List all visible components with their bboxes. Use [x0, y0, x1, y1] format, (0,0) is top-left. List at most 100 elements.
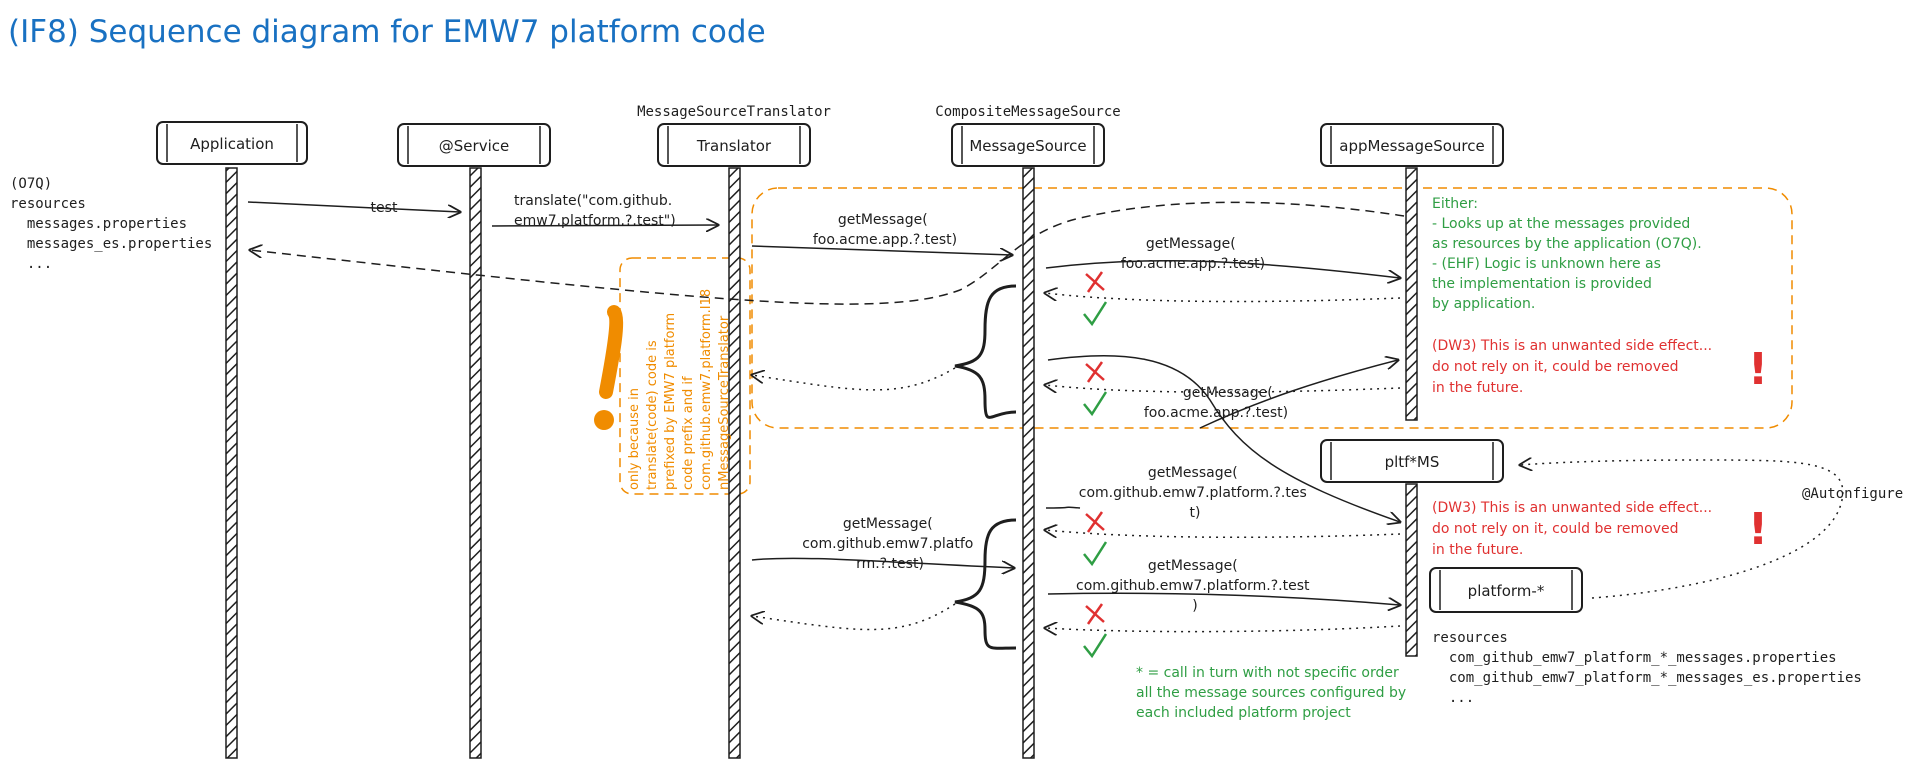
get-platform-3-label: getMessage( com.github.emw7.platform.?.t… — [1076, 558, 1314, 614]
footnote-line: * = call in turn with not specific order — [1136, 665, 1399, 681]
get-foo-2-line: getMessage( — [1146, 236, 1236, 252]
get-foo-1-line: getMessage( — [838, 212, 928, 228]
check-icon — [1083, 301, 1108, 327]
get-foo-1-label: getMessage( foo.acme.app.?.test) — [813, 212, 957, 248]
only-because-note: only because in translate(code) code is … — [627, 289, 732, 490]
platform-resources-line: ... — [1432, 690, 1474, 706]
participant-app-message-source: appMessageSource — [1320, 123, 1504, 167]
get-platform-1-line: rm.?.test) — [856, 556, 924, 572]
platform-resources-line: com_github_emw7_platform_*_messages_es.p… — [1432, 670, 1862, 686]
app-resources-line: resources — [10, 196, 86, 212]
translate-label: translate("com.github. emw7.platform.?.t… — [514, 193, 677, 229]
participant-service-label: @Service — [439, 137, 509, 155]
side-effect-note-2: (DW3) This is an unwanted side effect...… — [1432, 500, 1712, 558]
only-because-line: prefixed by EMW7 platform — [663, 313, 678, 490]
return-from-app-1-arrow — [1045, 293, 1401, 303]
brace-2-return-arrow — [752, 603, 956, 631]
participant-pltf-ms-label: pltf*MS — [1385, 453, 1440, 471]
participant-platform-label: platform-* — [1468, 582, 1545, 600]
lifeline-message-source — [1022, 167, 1035, 759]
footnote: * = call in turn with not specific order… — [1136, 665, 1406, 721]
side-effect-1-line: do not rely on it, could be removed — [1432, 359, 1679, 375]
translate-label-line: translate("com.github. — [514, 193, 672, 209]
get-foo-3-line: foo.acme.app.?.test) — [1144, 405, 1288, 421]
test-arrow — [247, 201, 460, 212]
footnote-line: all the message sources configured by — [1136, 685, 1406, 701]
return-to-application-arrow — [250, 201, 1405, 305]
either-note-line: Either: — [1432, 196, 1478, 212]
app-resources-line: ... — [10, 256, 52, 272]
only-because-line: translate(code) code is — [645, 340, 660, 490]
get-platform-1-line: com.github.emw7.platfo — [802, 536, 973, 552]
cross-icon — [1085, 511, 1105, 533]
get-platform-1-label: getMessage( com.github.emw7.platfo rm.?.… — [802, 516, 978, 572]
autoconfigure-arrow — [1520, 460, 1844, 599]
pltf-to-app-arrow — [1199, 360, 1398, 429]
get-platform-1-line: getMessage( — [843, 516, 933, 532]
participant-message-source-label: MessageSource — [969, 137, 1086, 155]
participant-pltf-ms: pltf*MS — [1320, 439, 1504, 483]
get-platform-2-arrow — [1045, 506, 1081, 509]
get-foo-2-label: getMessage( foo.acme.app.?.test) — [1121, 236, 1265, 272]
get-foo-2-arrow — [1045, 259, 1400, 278]
message-source-caption: CompositeMessageSource — [935, 104, 1120, 120]
cross-icon — [1085, 603, 1105, 625]
side-effect-2-line: in the future. — [1432, 542, 1523, 558]
brace-1 — [954, 284, 1017, 419]
participant-application: Application — [156, 121, 308, 165]
check-icon — [1083, 541, 1108, 567]
get-platform-2-line: com.github.emw7.platform.?.tes — [1079, 485, 1307, 501]
participant-translator-label: Translator — [696, 137, 772, 155]
translate-label-line: emw7.platform.?.test") — [514, 213, 676, 229]
either-note-line: by application. — [1432, 296, 1535, 312]
participant-translator: MessageSourceTranslator Translator — [637, 104, 831, 167]
participant-platform: platform-* — [1429, 567, 1583, 613]
get-foo-2-line: foo.acme.app.?.test) — [1121, 256, 1265, 272]
lifeline-app-message-source — [1405, 167, 1418, 421]
get-foo-3-arrow — [1047, 354, 1400, 522]
lifeline-service — [469, 167, 482, 759]
get-platform-1-arrow — [751, 557, 1014, 568]
participant-message-source: CompositeMessageSource MessageSource — [935, 104, 1121, 167]
get-foo-1-line: foo.acme.app.?.test) — [813, 232, 957, 248]
exclamation-icon — [594, 305, 624, 430]
lifeline-application — [225, 167, 238, 759]
footnote-line: each included platform project — [1136, 705, 1351, 721]
either-note-line: the implementation is provided — [1432, 276, 1652, 292]
side-effect-note-1: (DW3) This is an unwanted side effect...… — [1432, 338, 1712, 396]
get-platform-2-line: t) — [1190, 505, 1201, 521]
platform-resources-line: com_github_emw7_platform_*_messages.prop… — [1432, 650, 1837, 666]
either-note-line: as resources by the application (O7Q). — [1432, 236, 1702, 252]
side-effect-1-line: (DW3) This is an unwanted side effect... — [1432, 338, 1712, 354]
return-from-pltf-2-arrow — [1045, 626, 1401, 632]
autoconfigure-label: @Autonfigure — [1802, 486, 1903, 502]
side-effect-2-line: do not rely on it, could be removed — [1432, 521, 1679, 537]
side-effect-2-line: (DW3) This is an unwanted side effect... — [1432, 500, 1712, 516]
get-platform-2-line: getMessage( — [1148, 465, 1238, 481]
participant-application-label: Application — [190, 135, 274, 153]
get-platform-3-line: com.github.emw7.platform.?.test — [1076, 578, 1310, 594]
get-foo-1-arrow — [751, 245, 1012, 255]
brace-2 — [954, 518, 1017, 650]
translator-caption: MessageSourceTranslator — [637, 104, 831, 120]
app-resources-line: (O7Q) — [10, 176, 52, 192]
get-platform-3-line: getMessage( — [1148, 558, 1238, 574]
page-title: (IF8) Sequence diagram for EMW7 platform… — [8, 14, 766, 50]
get-platform-3-arrow — [1047, 592, 1400, 605]
only-because-line: code prefix and if — [681, 376, 696, 490]
either-note: Either: - Looks up at the messages provi… — [1432, 196, 1702, 312]
exclamation-icon: ! — [1748, 504, 1768, 555]
side-effect-1-line: in the future. — [1432, 380, 1523, 396]
brace-1-return-arrow — [752, 367, 956, 391]
app-resources-line: messages_es.properties — [10, 236, 212, 252]
app-resources-line: messages.properties — [10, 216, 187, 232]
either-note-line: - (EHF) Logic is unknown here as — [1432, 256, 1661, 272]
return-from-app-2-arrow — [1045, 385, 1401, 392]
test-label: test — [371, 200, 398, 216]
get-foo-3-label: getMessage( foo.acme.app.?.test) — [1144, 385, 1288, 421]
cross-icon — [1085, 361, 1105, 383]
check-icon — [1083, 391, 1108, 417]
app-resources: (O7Q) resources messages.properties mess… — [10, 176, 212, 272]
return-from-pltf-1-arrow — [1045, 530, 1401, 539]
